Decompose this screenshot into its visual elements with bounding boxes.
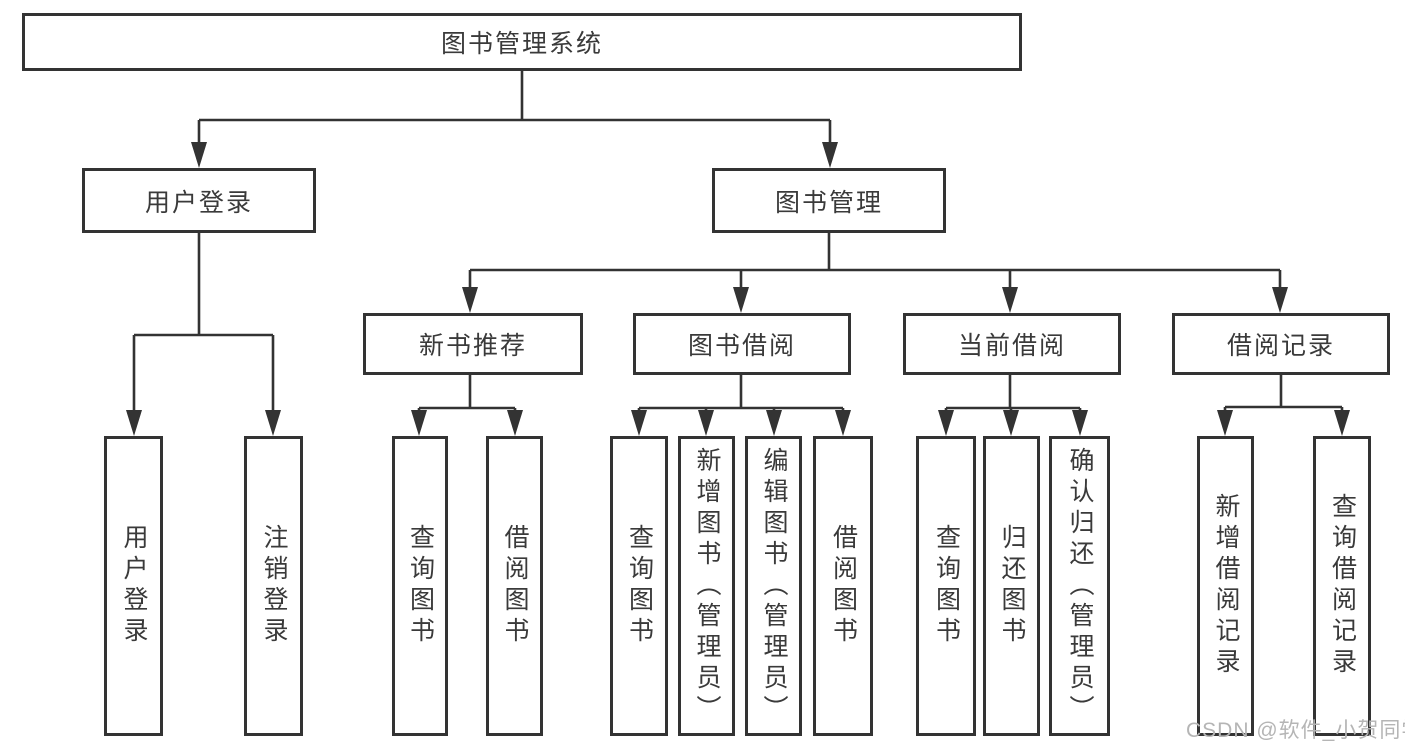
leaf-label: 确认归还（管理员） — [1066, 446, 1094, 726]
node-borrowing-records: 借阅记录 — [1172, 313, 1390, 375]
leaf-label: 归还图书 — [998, 524, 1026, 648]
leaf-label: 用户登录 — [120, 524, 148, 648]
leaf-query-books: 查询图书 — [916, 436, 976, 736]
leaf-label: 编辑图书（管理员） — [760, 446, 788, 726]
leaf-edit-books-admin: 编辑图书（管理员） — [745, 436, 802, 736]
leaf-add-borrow-record: 新增借阅记录 — [1197, 436, 1254, 736]
leaf-label: 新增借阅记录 — [1212, 493, 1240, 679]
leaf-label: 查询图书 — [932, 524, 961, 648]
csdn-watermark: CSDN @软件_小贺同学 — [1186, 719, 1405, 742]
leaf-query-books: 查询图书 — [392, 436, 448, 736]
leaf-label: 借阅图书 — [829, 524, 858, 648]
node-book-borrowing: 图书借阅 — [633, 313, 851, 375]
leaf-borrow-books: 借阅图书 — [813, 436, 873, 736]
node-user-login: 用户登录 — [82, 168, 316, 233]
leaf-add-books-admin: 新增图书（管理员） — [678, 436, 735, 736]
leaf-label: 查询图书 — [625, 524, 654, 648]
leaf-return-books: 归还图书 — [983, 436, 1040, 736]
leaf-label: 借阅图书 — [501, 524, 529, 648]
leaf-label: 查询借阅记录 — [1328, 493, 1357, 679]
leaf-borrow-books: 借阅图书 — [486, 436, 543, 736]
node-current-borrowing: 当前借阅 — [903, 313, 1121, 375]
leaf-confirm-return-admin: 确认归还（管理员） — [1049, 436, 1110, 736]
leaf-label: 注销登录 — [260, 524, 288, 648]
leaf-logout: 注销登录 — [244, 436, 303, 736]
node-new-book-recommendation: 新书推荐 — [363, 313, 583, 375]
leaf-label: 查询图书 — [406, 524, 435, 648]
node-library-management-system: 图书管理系统 — [22, 13, 1022, 71]
leaf-user-login: 用户登录 — [104, 436, 163, 736]
leaf-query-books: 查询图书 — [610, 436, 668, 736]
leaf-label: 新增图书（管理员） — [693, 446, 721, 726]
node-book-management: 图书管理 — [712, 168, 946, 233]
leaf-query-borrow-record: 查询借阅记录 — [1313, 436, 1371, 736]
